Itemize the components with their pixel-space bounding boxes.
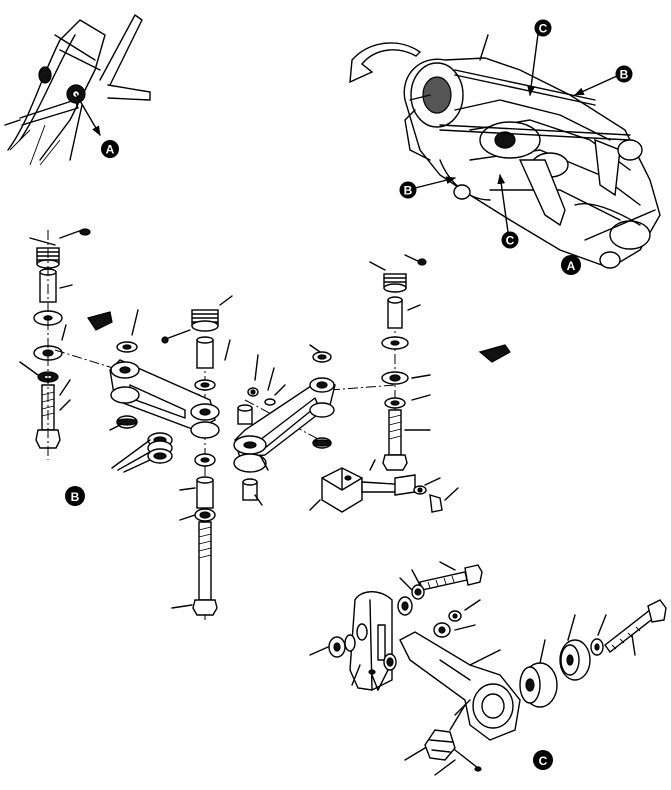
- callout-a-locator-text: A: [106, 143, 115, 157]
- detail-a-label-text: A: [567, 259, 576, 273]
- callout-a-locator: A: [101, 140, 119, 158]
- callout-c-top-text: C: [539, 22, 548, 36]
- detail-c-label-text: C: [539, 754, 548, 768]
- detail-c-exploded-view: C: [309, 561, 667, 776]
- pointing-hand-icon: [478, 344, 511, 363]
- rotor-head-locator-view: A: [4, 14, 151, 166]
- pointing-hand-icon: [87, 311, 113, 331]
- callout-c-mid-text: C: [506, 234, 515, 248]
- callout-c-mid: C: [501, 231, 519, 249]
- callout-b-top: B: [615, 65, 633, 83]
- callout-b-left-text: B: [404, 184, 413, 198]
- detail-b-label-text: B: [71, 490, 80, 504]
- detail-b-exploded-view: B: [19, 228, 511, 620]
- spring-washers: [111, 432, 173, 473]
- rotation-arrow-icon: [349, 42, 422, 84]
- callout-b-left: B: [399, 181, 417, 199]
- detail-a-assembly: C B B C A: [349, 19, 661, 275]
- detail-c-label: C: [533, 750, 553, 770]
- detail-a-label: A: [561, 255, 581, 275]
- detail-b-label: B: [65, 486, 85, 506]
- callout-b-top-text: B: [620, 68, 629, 82]
- callout-c-top: C: [534, 19, 552, 37]
